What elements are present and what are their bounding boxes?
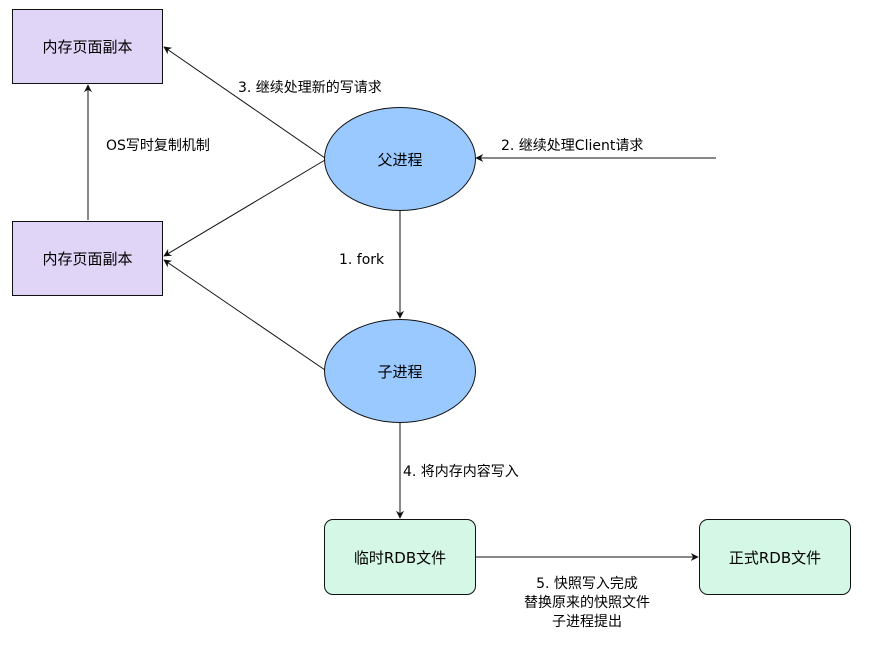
child-process-label: 子进程	[377, 362, 423, 381]
replace-line-2: 替换原来的快照文件	[524, 595, 650, 611]
final-rdb-file-label: 正式RDB文件	[728, 548, 822, 567]
edge-child-to-bottom-copy	[163, 259, 326, 371]
memory-copy-top-node: 内存页面副本	[12, 9, 163, 84]
memory-copy-bottom-label: 内存页面副本	[42, 250, 133, 268]
memory-copy-bottom-node: 内存页面副本	[12, 221, 163, 296]
continue-write-label: 3. 继续处理新的写请求	[238, 80, 382, 96]
parent-process-node: 父进程	[324, 107, 476, 211]
fork-label: 1. fork	[339, 252, 385, 268]
parent-process-label: 父进程	[377, 150, 423, 169]
write-memory-label: 4. 将内存内容写入	[403, 464, 519, 480]
client-requests-label: 2. 继续处理Client请求	[501, 138, 644, 154]
child-process-node: 子进程	[324, 319, 476, 423]
edge-parent-to-top-copy	[163, 46, 326, 159]
os-cow-label: OS写时复制机制	[106, 138, 210, 154]
replace-snapshot-label: 5. 快照写入完成 替换原来的快照文件 子进程提出	[502, 575, 672, 632]
temp-rdb-file-node: 临时RDB文件	[324, 519, 476, 595]
temp-rdb-file-label: 临时RDB文件	[353, 548, 447, 567]
final-rdb-file-node: 正式RDB文件	[699, 519, 851, 595]
replace-line-3: 子进程提出	[552, 614, 622, 630]
memory-copy-top-label: 内存页面副本	[42, 38, 133, 56]
replace-line-1: 5. 快照写入完成	[536, 576, 638, 592]
edge-parent-to-bottom-copy	[163, 159, 326, 257]
